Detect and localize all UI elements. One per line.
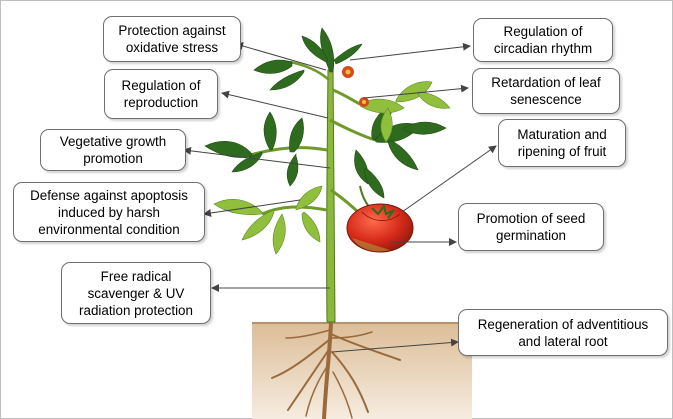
soil <box>252 322 472 419</box>
